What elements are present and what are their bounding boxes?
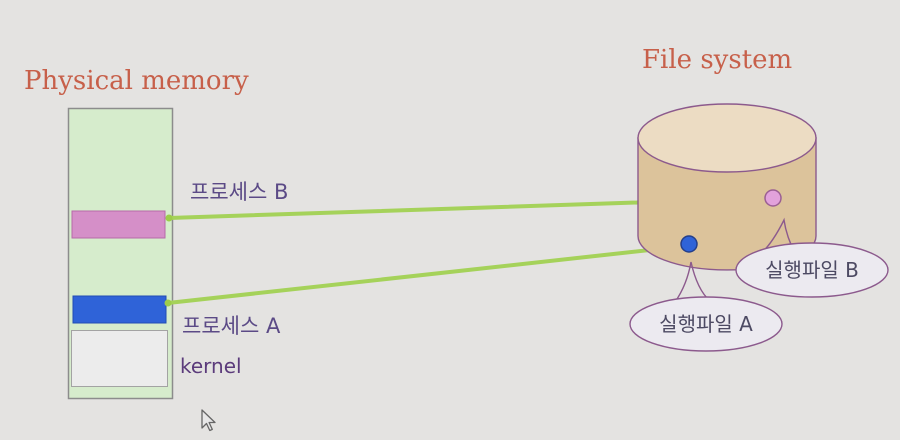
- executable-a-marker: [680, 235, 698, 253]
- executable-b-callout: [735, 242, 889, 298]
- physical-memory-title: Physical memory: [24, 66, 249, 96]
- mouse-cursor-icon: [201, 409, 216, 432]
- kernel-segment: [71, 330, 168, 387]
- physical-memory: [67, 107, 174, 400]
- process-b-label: 프로세스 B: [190, 180, 288, 204]
- process-a-mapping-line: [166, 244, 688, 305]
- process-b-segment: [71, 210, 166, 239]
- process-a-label: 프로세스 A: [182, 314, 281, 338]
- executable-a-callout-tail: [674, 261, 711, 303]
- process-a-segment: [72, 295, 167, 324]
- file-system-cylinder: [637, 103, 817, 271]
- executable-b-marker: [764, 189, 782, 207]
- executable-a-callout: [629, 296, 783, 352]
- executable-a-label: 실행파일 A: [659, 312, 753, 336]
- process-b-mapping-endpoint: [165, 214, 173, 222]
- executable-b-label: 실행파일 B: [765, 258, 859, 282]
- process-a-mapping-endpoint: [164, 299, 172, 307]
- kernel-label: kernel: [180, 354, 242, 378]
- file-system-title: File system: [642, 45, 792, 75]
- file-system-cylinder-top: [637, 103, 817, 173]
